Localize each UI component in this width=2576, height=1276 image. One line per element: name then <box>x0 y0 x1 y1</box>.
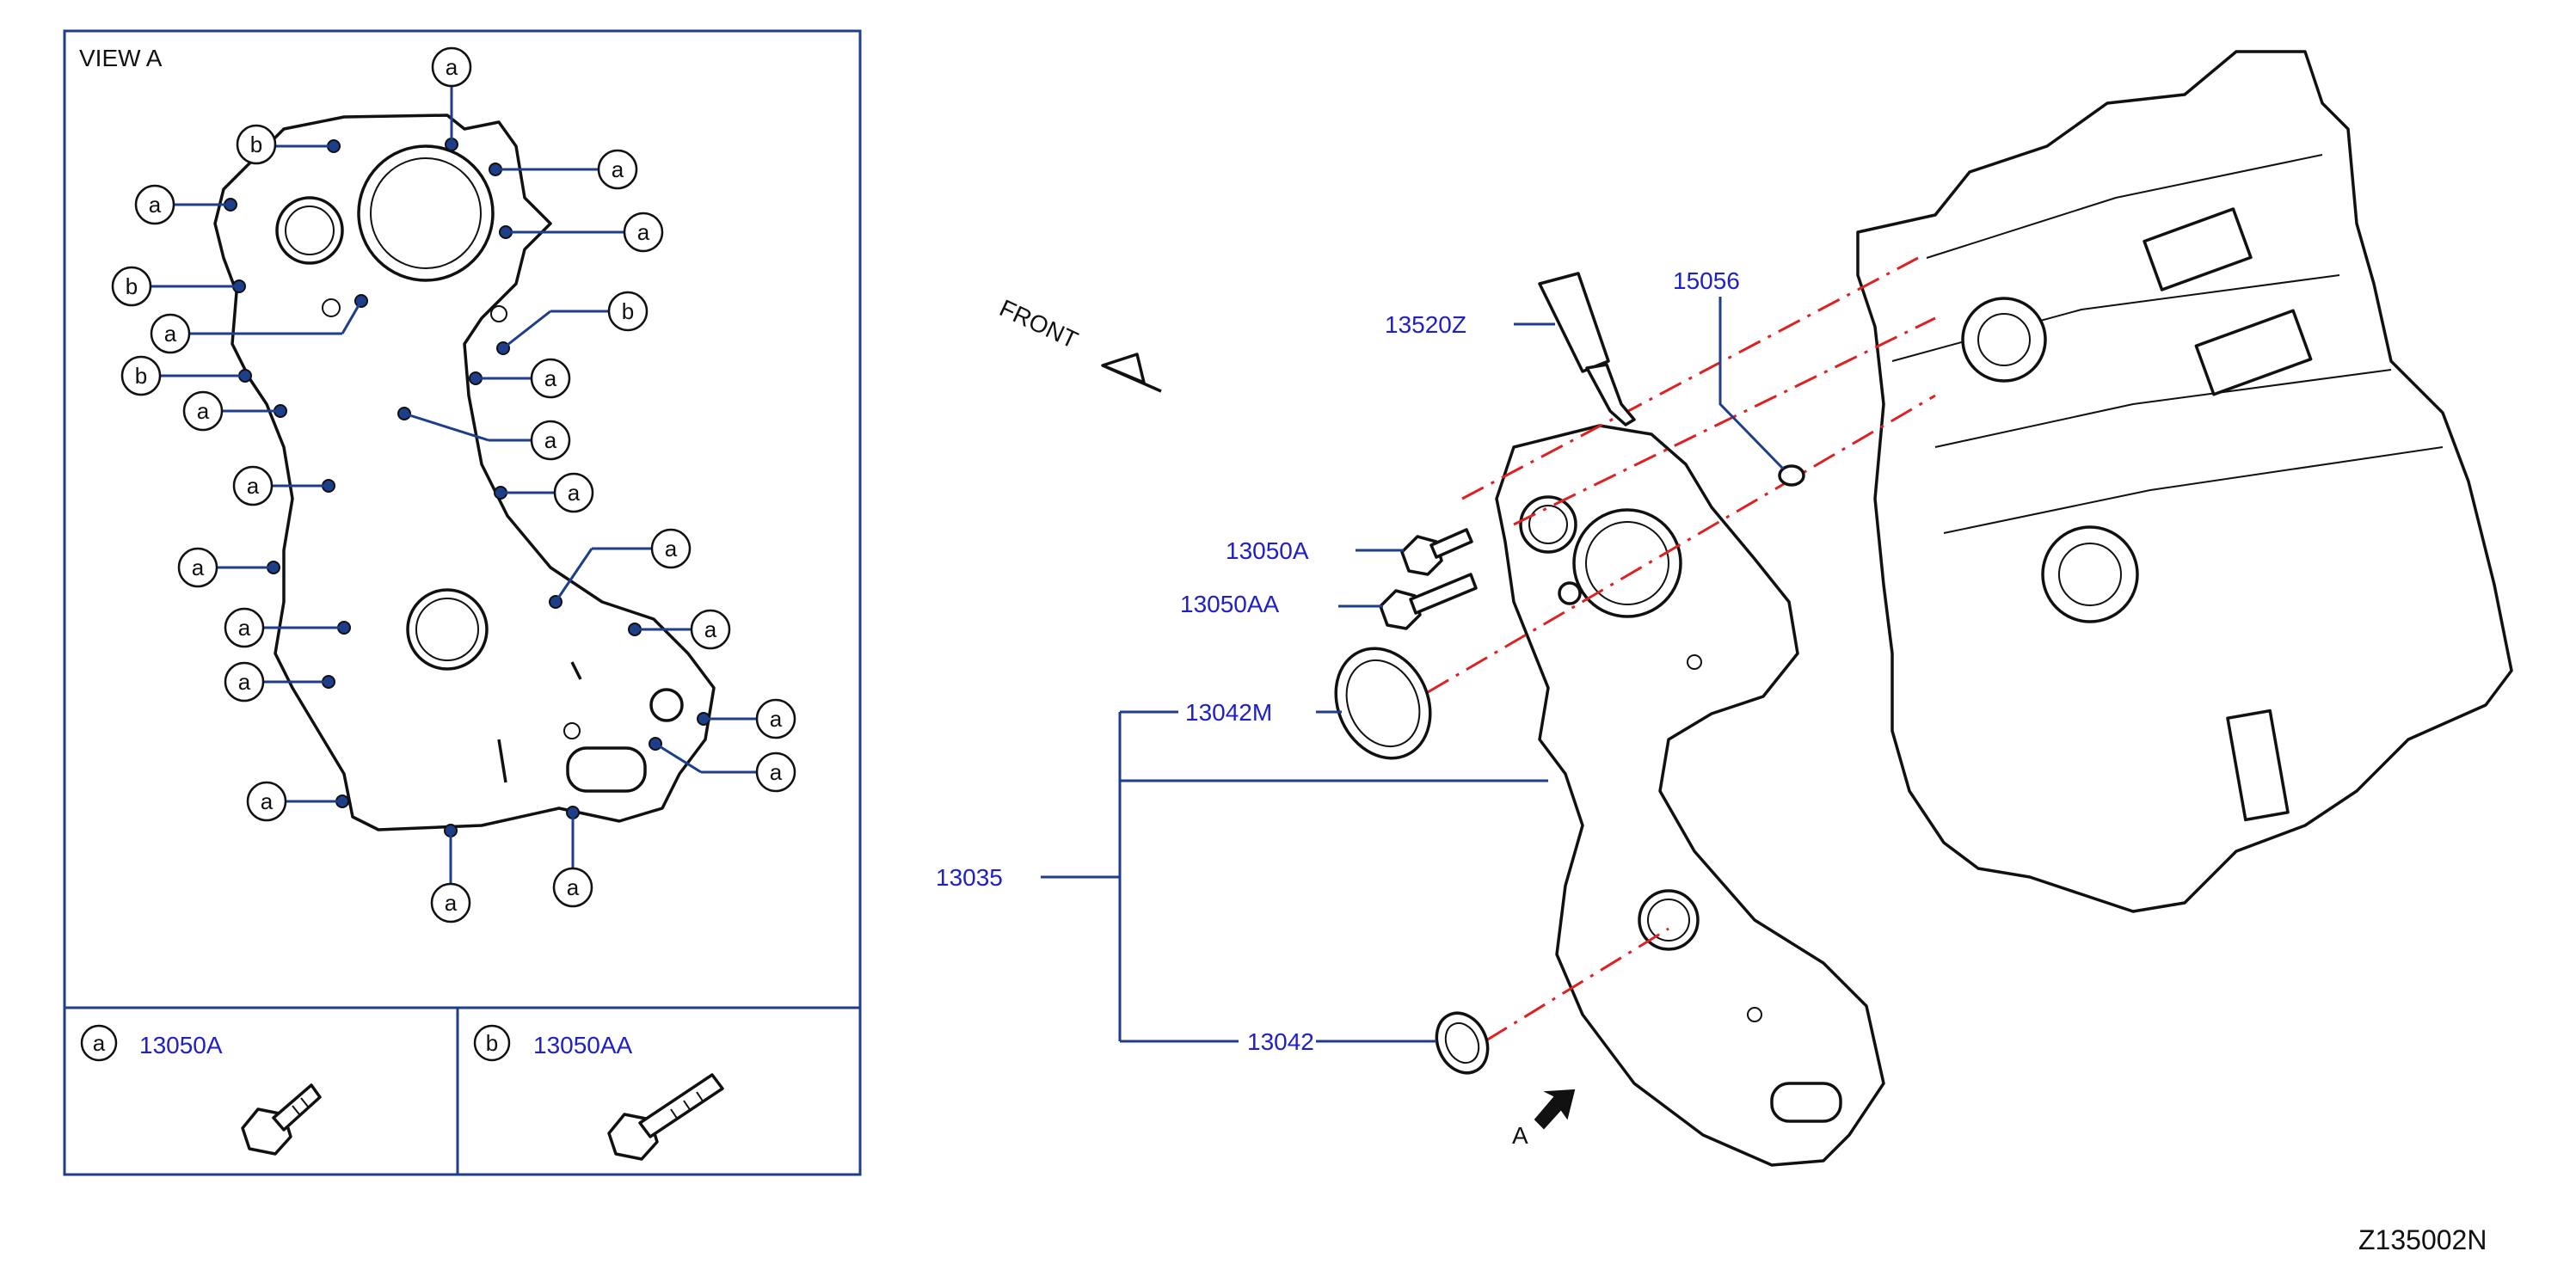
callout-a <box>224 661 265 702</box>
callout-a <box>755 751 796 793</box>
callout-a <box>177 547 218 588</box>
sealant-tube-13520Z-icon <box>1538 272 1636 426</box>
label-15056: 15056 <box>1673 267 1740 294</box>
svg-text:a: a <box>93 1030 106 1056</box>
callout-b <box>120 355 162 396</box>
timing-cover-13035 <box>1495 424 1885 1167</box>
svg-text:a: a <box>770 706 783 732</box>
callout-a <box>553 472 594 513</box>
svg-text:a: a <box>164 321 177 347</box>
view-a-arrow-label: A <box>1512 1122 1528 1149</box>
svg-text:a: a <box>261 788 274 814</box>
svg-text:a: a <box>192 555 205 580</box>
svg-text:b: b <box>135 363 147 389</box>
callout-a <box>690 609 731 650</box>
svg-text:a: a <box>612 156 624 182</box>
svg-text:b: b <box>486 1030 498 1056</box>
callout-a <box>182 390 224 432</box>
callout-a <box>224 607 265 648</box>
callout-a <box>755 698 796 739</box>
svg-text:a: a <box>704 617 717 642</box>
label-13050A: 13050A <box>1226 537 1309 564</box>
svg-text:a: a <box>568 480 581 506</box>
view-a-frame <box>63 29 862 1176</box>
svg-text:b: b <box>622 298 634 324</box>
svg-text:a: a <box>247 473 260 499</box>
callout-a <box>232 465 274 506</box>
callout-a <box>552 867 593 908</box>
svg-text:a: a <box>544 365 557 391</box>
svg-text:a: a <box>544 427 557 453</box>
front-label: FRONT <box>995 294 1082 353</box>
callout-group: a b a a b a b a b a a a a <box>111 46 796 923</box>
callout-a <box>597 149 638 190</box>
svg-text:a: a <box>770 759 783 785</box>
svg-text:a: a <box>445 890 458 916</box>
svg-text:a: a <box>197 398 210 424</box>
oil-pump-boss <box>566 746 647 793</box>
callout-a <box>530 420 571 461</box>
bolt-13050A-part-icon <box>1400 528 1473 576</box>
callout-a <box>430 882 471 923</box>
callout-b <box>111 266 152 307</box>
crank-seal-bore <box>357 144 495 282</box>
figure-code: Z135002N <box>2358 1224 2487 1255</box>
label-13035: 13035 <box>936 864 1003 891</box>
callout-a <box>623 212 664 253</box>
callout-a <box>134 184 175 225</box>
lower-seal-bore <box>406 588 489 671</box>
label-13050AA: 13050AA <box>1180 591 1280 617</box>
callout-a <box>431 46 472 88</box>
legend-a-part: 13050A <box>139 1032 223 1058</box>
timing-cover-outline <box>213 113 716 831</box>
svg-text:a: a <box>665 536 678 561</box>
svg-text:a: a <box>446 54 458 80</box>
label-13520Z: 13520Z <box>1385 311 1466 338</box>
callout-b <box>607 291 649 332</box>
svg-text:a: a <box>637 219 650 245</box>
label-13042M: 13042M <box>1185 699 1272 726</box>
legend-b-part: 13050AA <box>533 1032 633 1058</box>
bolt-13050A-icon <box>241 1083 322 1156</box>
callout-a <box>650 528 692 569</box>
view-a-arrow-icon <box>1534 1089 1576 1130</box>
seal-13042 <box>1435 1011 1490 1075</box>
view-title: VIEW A <box>79 45 163 71</box>
front-arrow-icon <box>1101 353 1162 393</box>
svg-text:a: a <box>567 874 580 900</box>
callout-a <box>530 358 571 399</box>
legend-a: a 13050A <box>80 1024 322 1156</box>
callout-a <box>150 313 191 354</box>
o-ring-15056 <box>1778 464 1805 487</box>
exploded-view: FRONT <box>936 50 2513 1167</box>
leader-13035 <box>1041 710 1548 1043</box>
svg-text:a: a <box>238 669 251 695</box>
bolt-13050AA-icon <box>607 1073 724 1161</box>
svg-text:b: b <box>126 273 138 299</box>
svg-text:a: a <box>149 192 162 218</box>
legend-b: b 13050AA <box>473 1024 724 1161</box>
svg-text:b: b <box>250 132 262 157</box>
callout-a <box>246 781 287 822</box>
callout-b <box>236 124 277 165</box>
bolt-13050AA-part-icon <box>1379 573 1478 630</box>
cam-seal-bore <box>275 196 344 265</box>
svg-text:a: a <box>238 615 251 641</box>
view-a-panel: VIEW A a b a a b a <box>63 29 862 1176</box>
engine-block <box>1856 50 2513 913</box>
label-13042: 13042 <box>1247 1028 1314 1055</box>
seal-13042M <box>1334 647 1432 760</box>
